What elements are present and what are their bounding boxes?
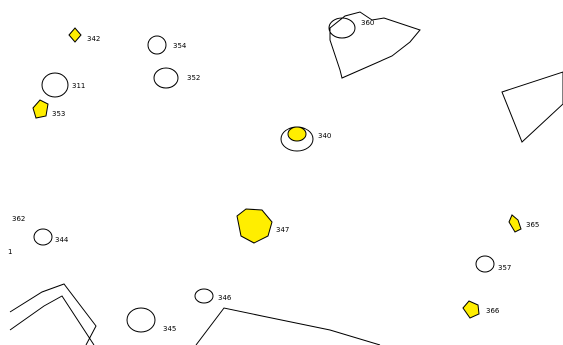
feature-354-label: 354 (173, 42, 187, 50)
feature-352-shape[interactable] (153, 67, 179, 89)
feature-360-label: 360 (361, 19, 374, 27)
building-outline-bottom-center[interactable] (195, 307, 381, 345)
feature-353-label: 353 (52, 110, 65, 118)
building-outline-bottom-left[interactable] (9, 283, 97, 345)
feature-346-shape[interactable] (194, 288, 214, 304)
feature-346-label: 346 (218, 294, 232, 302)
building-outline-right[interactable] (501, 71, 563, 143)
feature-347-label: 347 (276, 226, 289, 234)
feature-357-shape[interactable] (475, 255, 495, 273)
feature-360-shape[interactable] (328, 17, 356, 39)
feature-344-label: 344 (55, 236, 69, 244)
building-outline-bottom-left-edge (9, 295, 95, 345)
building-outline-top[interactable] (329, 11, 421, 79)
feature-354-shape[interactable] (147, 35, 167, 55)
feature-342-label: 342 (87, 35, 100, 43)
feature-311-label: 311 (72, 82, 85, 90)
feature-366-shape[interactable] (462, 300, 480, 319)
feature-340-shape[interactable] (287, 126, 307, 142)
feature-362-label: 362 (12, 215, 25, 223)
feature-353-shape[interactable] (32, 99, 49, 119)
feature-344-shape[interactable] (33, 228, 53, 246)
feature-342-shape[interactable] (68, 27, 82, 43)
feature-1-label: 1 (8, 248, 12, 256)
feature-340-label: 340 (318, 132, 331, 140)
feature-357-label: 357 (498, 264, 511, 272)
feature-311-shape[interactable] (41, 72, 69, 98)
feature-345-shape[interactable] (126, 307, 156, 333)
feature-352-label: 352 (187, 74, 200, 82)
feature-366-label: 366 (486, 307, 500, 315)
feature-347-shape[interactable] (236, 208, 273, 244)
feature-365-label: 365 (526, 221, 539, 229)
feature-345-label: 345 (163, 325, 176, 333)
feature-365-shape[interactable] (508, 214, 522, 233)
